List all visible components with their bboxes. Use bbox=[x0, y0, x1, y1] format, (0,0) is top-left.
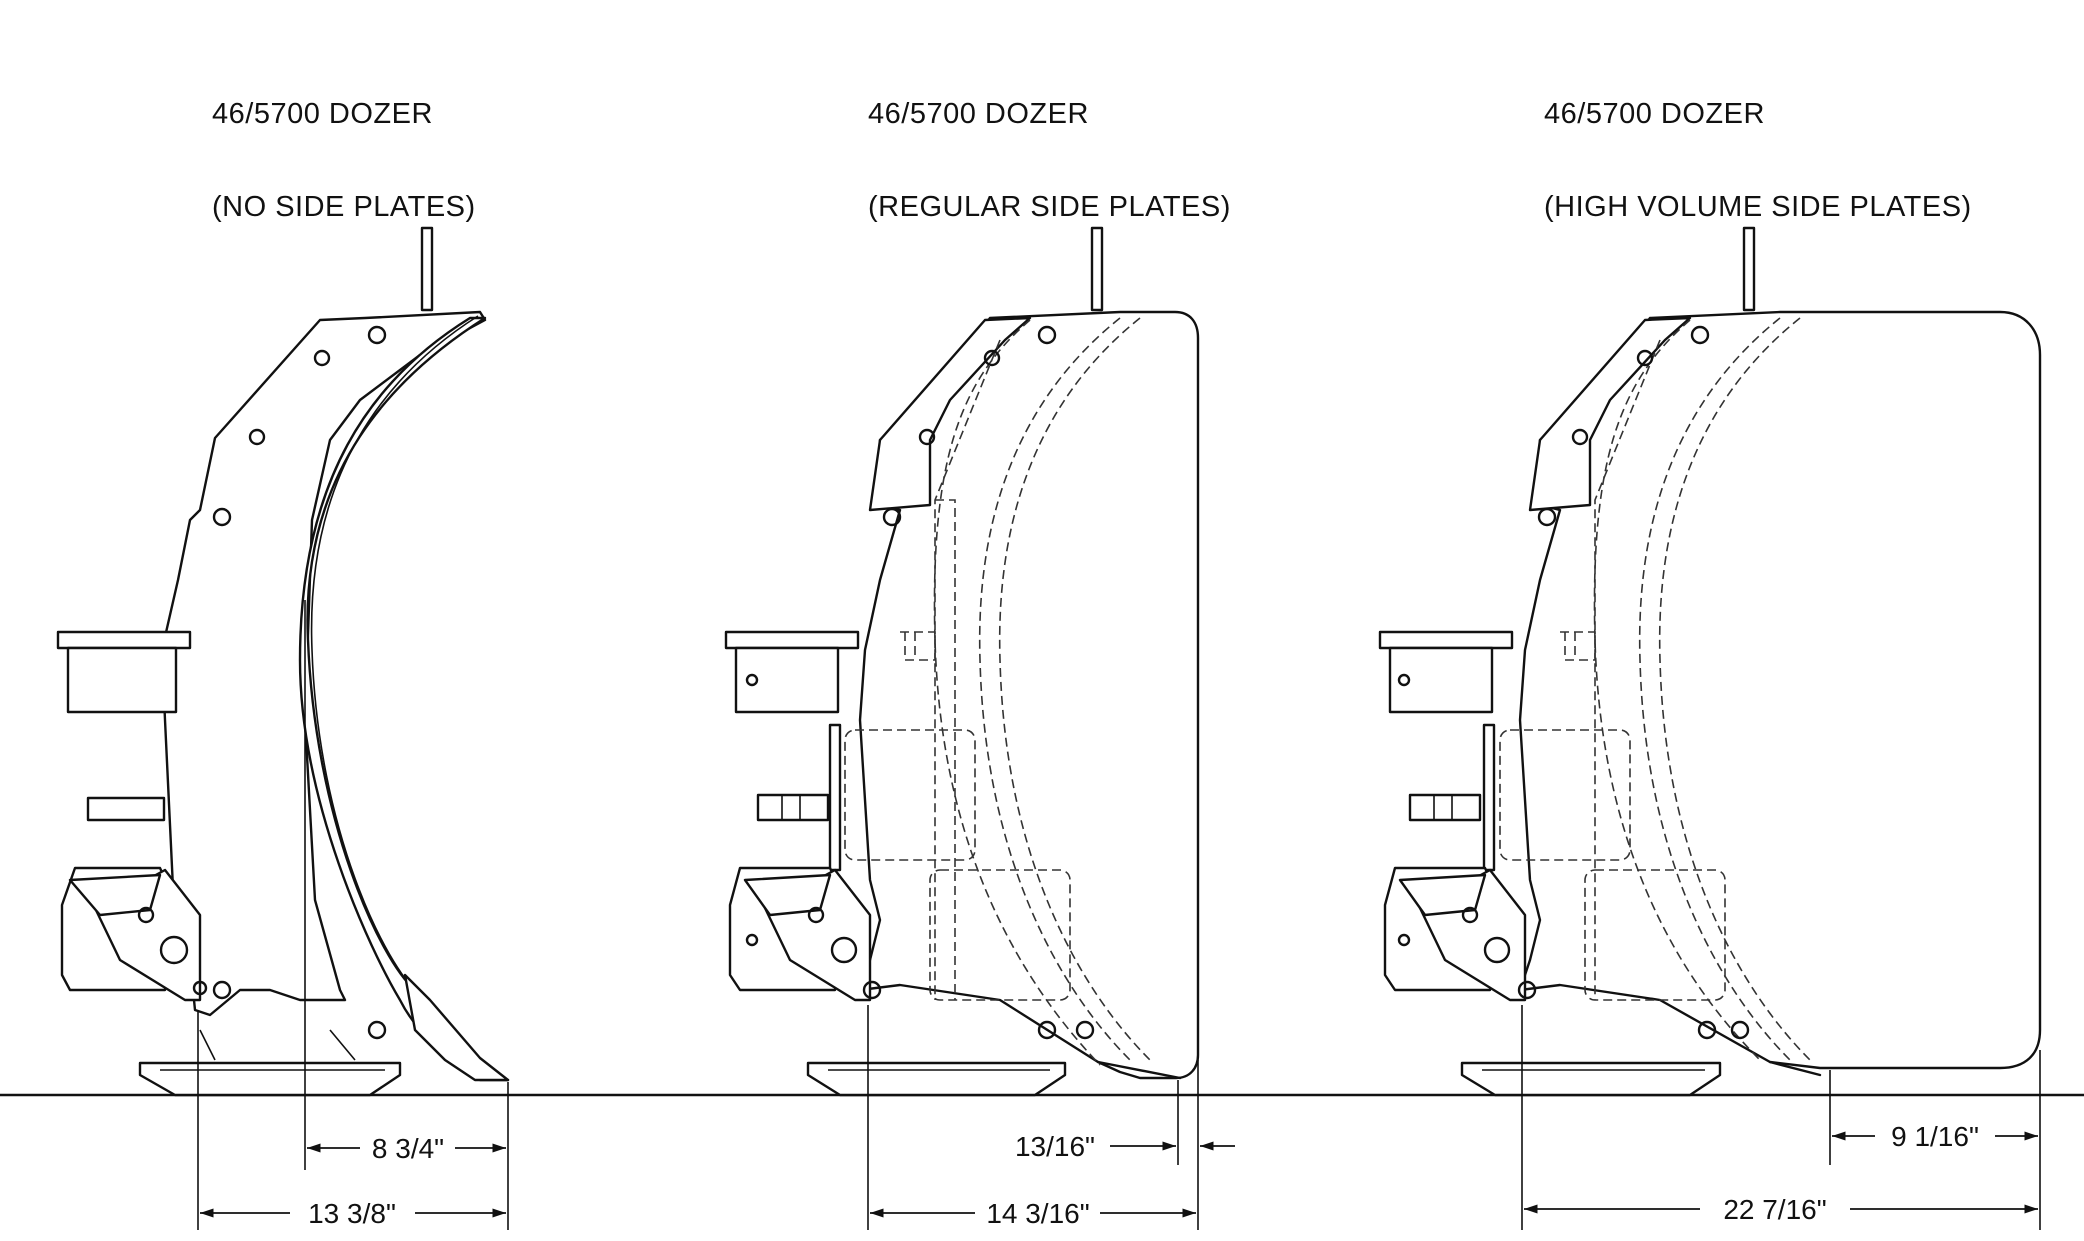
view-title-high-volume-side-plates: 46/5700 DOZER (HIGH VOLUME SIDE PLATES) bbox=[1544, 37, 1972, 254]
frame-plate bbox=[160, 310, 487, 1017]
dimension-label: 22 7/16" bbox=[1723, 1194, 1826, 1225]
dozer-view-regular-side-plates bbox=[724, 226, 1200, 1097]
side-plate bbox=[858, 310, 1200, 1080]
side-plate bbox=[1518, 310, 2042, 1070]
dimension-group-view2: 13/16" 14 3/16" bbox=[867, 1005, 1235, 1230]
view-title-line1: 46/5700 DOZER bbox=[212, 98, 433, 130]
view-title-regular-side-plates: 46/5700 DOZER (REGULAR SIDE PLATES) bbox=[868, 37, 1231, 254]
view-title-no-side-plates: 46/5700 DOZER (NO SIDE PLATES) bbox=[212, 37, 476, 254]
dimension-label: 9 1/16" bbox=[1891, 1121, 1979, 1152]
dimension-label: 14 3/16" bbox=[986, 1198, 1089, 1229]
dimension-label: 13/16" bbox=[1015, 1131, 1095, 1162]
dimension-label: 13 3/8" bbox=[308, 1198, 396, 1229]
dozer-view-no-side-plates bbox=[56, 226, 510, 1097]
view-title-line1: 46/5700 DOZER bbox=[1544, 98, 1765, 130]
dozer-view-high-volume-side-plates bbox=[1378, 226, 2042, 1097]
dimension-label: 8 3/4" bbox=[372, 1133, 444, 1164]
dimension-group-view3: 9 1/16" 22 7/16" bbox=[1521, 1005, 2041, 1230]
view-title-line2: (HIGH VOLUME SIDE PLATES) bbox=[1544, 191, 1972, 223]
dimension-group-view1: 8 3/4" 13 3/8" bbox=[197, 600, 509, 1230]
view-title-line2: (NO SIDE PLATES) bbox=[212, 191, 476, 223]
view-title-line1: 46/5700 DOZER bbox=[868, 98, 1089, 130]
view-title-line2: (REGULAR SIDE PLATES) bbox=[868, 191, 1231, 223]
